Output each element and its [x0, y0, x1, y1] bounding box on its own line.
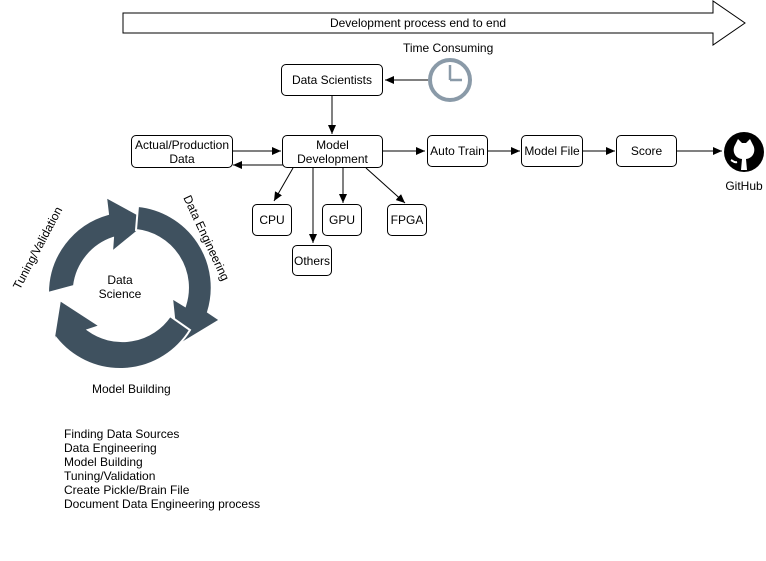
note-item: Document Data Engineering process: [64, 497, 261, 511]
model-file-label: Model File: [524, 144, 580, 158]
cycle-building-label: Model Building: [92, 382, 171, 396]
score-node[interactable]: Score: [616, 135, 677, 167]
model-development-line1: Model: [316, 137, 349, 152]
score-label: Score: [630, 144, 663, 158]
actual-production-line1: Actual/Production: [134, 137, 230, 152]
model-file-node[interactable]: Model File: [521, 135, 583, 167]
cpu-node[interactable]: CPU: [252, 204, 292, 236]
gpu-label: GPU: [328, 213, 355, 227]
notes-list: Finding Data Sources Data Engineering Mo…: [64, 427, 260, 511]
edge-model-to-cpu: [273, 167, 294, 202]
clock-icon: [428, 58, 472, 102]
cycle-center-line1: Data: [107, 273, 133, 287]
note-item: Data Engineering: [64, 441, 157, 455]
fpga-label: FPGA: [390, 213, 424, 227]
github-icon: [724, 132, 764, 172]
cycle-center-line2: Science: [98, 287, 142, 301]
auto-train-node[interactable]: Auto Train: [427, 135, 488, 167]
others-label: Others: [293, 253, 330, 268]
gpu-node[interactable]: GPU: [322, 204, 362, 236]
banner-arrow: [122, 0, 746, 46]
edge-model-to-fpga: [365, 167, 406, 204]
cycle-center-label: Data Science: [90, 273, 150, 301]
data-scientists-node[interactable]: Data Scientists: [281, 64, 383, 96]
model-development-label: Model Development: [297, 138, 368, 166]
note-item: Model Building: [64, 455, 143, 469]
fpga-node[interactable]: FPGA: [387, 204, 427, 236]
actual-production-line2: Data: [169, 151, 195, 166]
model-development-line2: Development: [297, 151, 368, 166]
actual-production-node[interactable]: Actual/Production Data: [131, 135, 233, 168]
cpu-label: CPU: [259, 213, 285, 227]
model-development-node[interactable]: Model Development: [282, 135, 383, 168]
cycle-icon: [46, 195, 222, 370]
others-node[interactable]: Others: [292, 245, 332, 276]
note-item: Tuning/Validation: [64, 469, 156, 483]
actual-production-label: Actual/Production Data: [135, 138, 229, 166]
note-item: Finding Data Sources: [64, 427, 180, 441]
github-label: GitHub: [725, 179, 763, 193]
note-item: Create Pickle/Brain File: [64, 483, 190, 497]
banner-title: Development process end to end: [329, 16, 507, 30]
data-scientists-label: Data Scientists: [291, 73, 373, 87]
time-consuming-label: Time Consuming: [403, 41, 494, 55]
auto-train-label: Auto Train: [430, 144, 485, 158]
